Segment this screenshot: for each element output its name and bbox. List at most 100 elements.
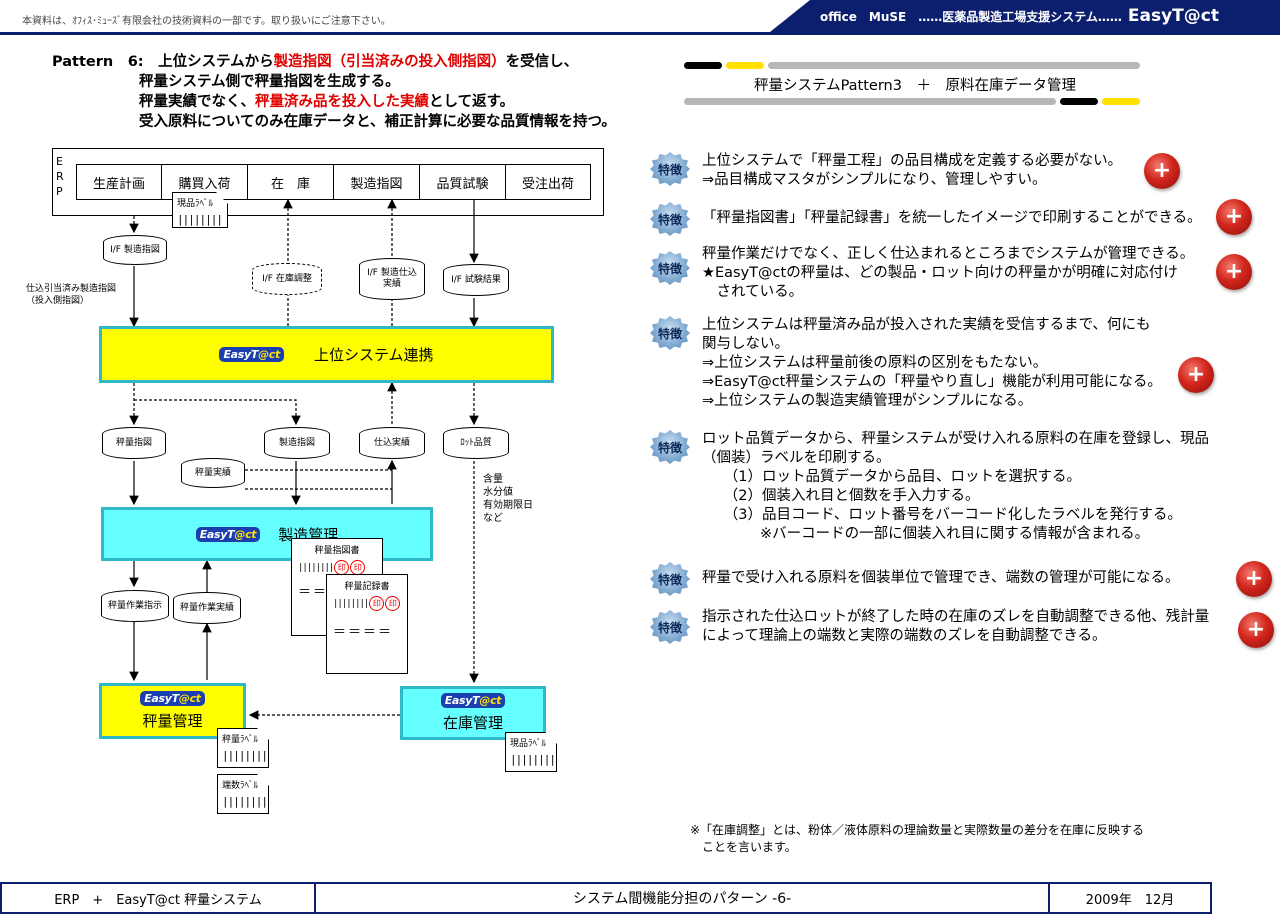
fraction-label-tag: 端数ﾗﾍﾞﾙ|||||||| [217,774,269,814]
erp-module-production-plan: 生産計画 [76,164,162,200]
erp-module-quality-test: 品質試験 [419,164,506,200]
if-test-result-db: I/F 試験結果 [443,264,509,296]
mfg-order-db: 製造指図 [264,427,330,459]
feature-4-line-3: ⇒上位システムは秤量前後の原料の区別をもたない。 [702,355,1048,371]
footer: ERP + EasyT@ct 秤量システム システム間機能分担のパターン -6-… [0,882,1212,914]
stamp-icon: 印 [385,596,401,611]
feature-badge: 特徴 [650,562,690,596]
feature-1: 特徴上位システムで「秤量工程」の品目構成を定義する必要がない。 ⇒品目構成マスタが… [650,152,1210,190]
title-line-2: 秤量システム側で秤量指図を生成する。 [139,74,400,90]
if-charge-result-db: I/F 製造仕込実績 [359,258,425,300]
easytact-logo: EasyT@ct [195,526,261,542]
title-line-3: 秤量実績でなく、秤量済み品を投入した実績として返す。 [52,92,616,112]
stamp-icon: 印 [369,596,385,611]
sheet-title: 秤量記録書 [344,582,390,592]
erp-frame [52,148,604,216]
feature-badge: 特徴 [650,430,690,464]
quality-items: 含量水分値有効期限日など [483,473,533,525]
quality-item: 有効期限日 [483,500,533,511]
feature-4: 特徴上位システムは秤量済み品が投入された実績を受信するまで、何にも関与しない。⇒… [650,316,1210,411]
annotation-line: 仕込引当済み製造指図 [26,284,117,294]
feature-4-line-1: 上位システムは秤量済み品が投入された実績を受信するまで、何にも [702,317,1151,333]
feature-7-line-1: 指示された仕込ロットが終了した時の在庫のズレを自動調整できる他、残計量 [702,609,1210,625]
weigh-label-tag: 秤量ﾗﾍﾞﾙ |||||||| [217,728,269,768]
tag-title: 現品ﾗﾍﾞﾙ [177,199,214,209]
page-title: Pattern 6: 上位システムから製造指図（引当済みの投入側指図）を受信し、… [52,52,616,132]
db-label: I/F 製造仕込 [367,268,417,278]
weigh-record-sheet: 秤量記録書 ||||||||印印 ＝＝＝＝ [326,574,408,674]
barcode-icon: |||||||| [298,562,334,573]
footer-left: ERP + EasyT@ct 秤量システム [2,884,316,912]
db-label: 実績 [382,279,401,289]
work-instruction-db: 秤量作業指示 [101,590,169,622]
feature-2-line-1: 「秤量指図書」「秤量記録書」を統一したイメージで印刷することができる。 [702,210,1202,226]
title-line-3a: 秤量実績でなく、 [139,94,255,110]
erp-letter: E [56,155,63,168]
feature-5-line-2: （個装）ラベルを印刷する。 [702,450,891,466]
feature-4-line-5: ⇒上位システムの製造実績管理がシンプルになる。 [702,393,1033,409]
expand-plus-icon[interactable]: + [1236,561,1272,597]
feature-4-line-4: ⇒EasyT@ct秤量システムの「秤量やり直し」機能が利用可能になる。 [702,374,1162,390]
footnote: ※「在庫調整」とは、粉体／液体原料の理論数量と実際数量の差分を在庫に反映する こ… [690,822,1144,856]
header-rule [0,32,1280,35]
feature-3-line-3: されている。 [702,284,804,300]
stamp-icon: 印 [334,560,350,575]
erp-letter: P [56,185,63,198]
deco-bar-yellow-2 [1102,98,1140,105]
weigh-management-label: 秤量管理 [142,712,203,730]
footer-date: 2009年 12月 [1085,892,1175,908]
feature-1-line-1: 上位システムで「秤量工程」の品目構成を定義する必要がない。 [702,153,1123,169]
footer-center: システム間機能分担のパターン -6- [316,884,1050,912]
feature-2: 特徴「秤量指図書」「秤量記録書」を統一したイメージで印刷することができる。 [650,202,1210,236]
title-highlight-1: 製造指図（引当済みの投入側指図） [273,54,506,70]
feature-5-line-5: （3）品目コード、ロット番号をバーコード化したラベルを発行する。 [702,507,1182,523]
barcode-icon: |||||||| [222,749,267,762]
quality-item: 水分値 [483,487,513,498]
sheet-title: 秤量指図書 [314,546,360,556]
feature-3-line-1: 秤量作業だけでなく、正しく仕込まれるところまでシステムが管理できる。 [702,246,1195,262]
lot-quality-db: ﾛｯﾄ品質 [443,427,509,459]
deco-bar-yellow [726,62,764,69]
deco-bar-black [684,62,722,69]
expand-plus-icon[interactable]: + [1216,199,1252,235]
feature-5-line-1: ロット品質データから、秤量システムが受け入れる原料の在庫を登録し、現品 [702,431,1210,447]
feature-7-line-2: によって理論上の端数と実際の端数のズレを自動調整できる。 [702,628,1107,644]
header-bar [770,0,1280,32]
work-result-db: 秤量作業実績 [173,592,241,624]
barcode-icon: |||||||| [333,598,369,609]
feature-badge: 特徴 [650,316,690,350]
feature-5-line-4: （2）個装入れ目と個数を手入力する。 [702,488,980,504]
item-label-tag: 現品ﾗﾍﾞﾙ|||||||| [172,192,228,228]
erp-letter: R [56,170,64,183]
title-line-4: 受入原料についてのみ在庫データと、補正計算に必要な品質情報を持つ。 [139,114,616,130]
weigh-order-db: 秤量指図 [102,427,166,459]
feature-badge: 特徴 [650,152,690,186]
feature-7: 特徴指示された仕込ロットが終了した時の在庫のズレを自動調整できる他、残計量によっ… [650,608,1210,646]
tag-title: 秤量ﾗﾍﾞﾙ [222,735,259,745]
feature-3: 特徴秤量作業だけでなく、正しく仕込まれるところまでシステムが管理できる。★Eas… [650,245,1210,302]
erp-module-order-shipping: 受注出荷 [505,164,591,200]
item-label-tag-stock: 現品ﾗﾍﾞﾙ|||||||| [505,732,557,772]
charge-result-db: 仕込実績 [359,427,425,459]
confidential-note: 本資料は、ｵﾌｨｽ･ﾐｭｰｽﾞ有限会社の技術資料の一部です。取り扱いにご注意下さ… [22,16,391,27]
weigh-result-db: 秤量実績 [181,458,245,488]
tag-title: 端数ﾗﾍﾞﾙ [222,781,259,791]
quality-item: など [483,513,503,524]
footnote-line-2: ことを言います。 [690,840,797,854]
feature-5: 特徴ロット品質データから、秤量システムが受け入れる原料の在庫を登録し、現品 （個装… [650,430,1210,544]
feature-3-line-2: ★EasyT@ctの秤量は、どの製品・ロット向けの秤量かが明確に対応付け [702,265,1178,281]
product-name: EasyT@ct [1127,6,1219,26]
title-prefix: Pattern 6: 上位システムから [52,54,274,70]
expand-plus-icon[interactable]: + [1216,254,1252,290]
easytact-logo: EasyT@ct [440,693,506,708]
expand-plus-icon[interactable]: + [1238,612,1274,648]
expand-plus-icon[interactable]: + [1144,153,1180,189]
expand-plus-icon[interactable]: + [1178,357,1214,393]
feature-1-line-2: ⇒品目構成マスタがシンプルになり、管理しやすい。 [702,172,1047,188]
feature-6: 特徴秤量で受け入れる原料を個装単位で管理でき、端数の管理が可能になる。 [650,562,1210,596]
quality-item: 含量 [483,474,503,485]
